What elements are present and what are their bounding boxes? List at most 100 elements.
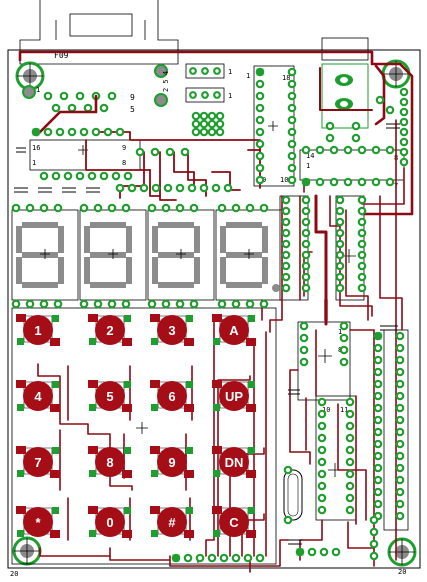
- key-7[interactable]: 7: [16, 446, 60, 478]
- segment: [158, 282, 194, 288]
- key-3[interactable]: 3: [150, 314, 194, 346]
- trace: [229, 447, 265, 557]
- trace: [217, 375, 251, 557]
- key-6[interactable]: 6: [150, 380, 194, 412]
- pad: [301, 272, 311, 282]
- key-0[interactable]: 0: [88, 506, 132, 538]
- pad: [345, 469, 355, 479]
- key-8[interactable]: 8: [88, 446, 132, 478]
- pad: [339, 345, 349, 355]
- pad: [25, 203, 35, 213]
- pad: [345, 397, 355, 407]
- pad: [199, 183, 209, 193]
- connector-pins: [43, 91, 117, 113]
- key-*[interactable]: *: [16, 506, 60, 538]
- segment: [126, 257, 132, 284]
- key-#[interactable]: #: [150, 506, 194, 538]
- pad: [317, 397, 327, 407]
- key-4[interactable]: 4: [16, 380, 60, 412]
- key-label: DN: [225, 455, 244, 470]
- board-outline: [7, 49, 421, 569]
- pad: [374, 332, 382, 340]
- pad: [195, 553, 205, 563]
- pad: [39, 299, 49, 309]
- key-label: 9: [168, 455, 175, 470]
- pad: [172, 554, 180, 562]
- key-label: 1: [34, 323, 41, 338]
- pad: [399, 107, 409, 117]
- key-label: UP: [225, 389, 243, 404]
- key-label: #: [168, 515, 176, 530]
- key-c[interactable]: C: [212, 506, 256, 538]
- pad: [395, 427, 405, 437]
- segment: [194, 226, 200, 253]
- pad: [373, 355, 383, 365]
- pad: [161, 299, 171, 309]
- pad: [187, 183, 197, 193]
- pad: [11, 203, 21, 213]
- trace: [289, 369, 311, 465]
- ic-lower-pin11-label: 11: [340, 406, 348, 414]
- pad: [395, 499, 405, 509]
- pad: [147, 203, 157, 213]
- pad: [317, 469, 327, 479]
- segment: [22, 252, 58, 258]
- trace: [319, 67, 373, 111]
- pad: [395, 379, 405, 389]
- pad: [165, 147, 175, 157]
- pad: [175, 299, 185, 309]
- pad: [335, 272, 345, 282]
- pad: [385, 177, 395, 187]
- ic-top-pin10-label: 10: [280, 176, 288, 184]
- mounting-hole-br: [387, 537, 417, 567]
- ic-left-pin8-label: 8: [122, 159, 126, 167]
- mounting-hole-bl: [12, 536, 42, 566]
- pad: [345, 433, 355, 443]
- trace: [345, 209, 369, 321]
- pad: [93, 299, 103, 309]
- seven-seg-display: [11, 209, 283, 301]
- pad: [296, 548, 304, 556]
- pad: [369, 515, 379, 525]
- pad: [373, 403, 383, 413]
- trace: [173, 151, 195, 191]
- trace: [149, 169, 161, 197]
- segment: [58, 257, 64, 284]
- pad: [369, 539, 379, 549]
- pad: [329, 145, 339, 155]
- key-9[interactable]: 9: [150, 446, 194, 478]
- key-up[interactable]: UP: [212, 380, 256, 412]
- pad: [399, 147, 409, 157]
- pad: [287, 139, 297, 149]
- pad: [53, 203, 63, 213]
- ic-mid-pin1-label: 1: [338, 328, 342, 336]
- segment: [22, 222, 58, 228]
- pad: [357, 217, 367, 227]
- key-dn[interactable]: DN: [212, 446, 256, 478]
- ic-top-pin18-label: 18: [282, 74, 290, 82]
- trace: [374, 64, 386, 126]
- pad: [32, 128, 40, 136]
- pad: [369, 551, 379, 561]
- key-2[interactable]: 2: [88, 314, 132, 346]
- pad: [373, 499, 383, 509]
- key-label: A: [229, 323, 239, 338]
- pad: [281, 239, 291, 249]
- decimal-point: [272, 284, 280, 292]
- pad: [283, 515, 293, 525]
- segment: [152, 257, 158, 284]
- key-5[interactable]: 5: [88, 380, 132, 412]
- pad: [373, 343, 383, 353]
- segment: [226, 222, 262, 228]
- pad: [329, 177, 339, 187]
- key-a[interactable]: A: [212, 314, 256, 346]
- pad: [345, 421, 355, 431]
- pad: [335, 228, 345, 238]
- pad: [373, 367, 383, 377]
- pad: [219, 553, 229, 563]
- pad: [287, 127, 297, 137]
- pad: [255, 91, 265, 101]
- segment: [194, 257, 200, 284]
- trace: [18, 50, 414, 216]
- key-1[interactable]: 1: [16, 314, 60, 346]
